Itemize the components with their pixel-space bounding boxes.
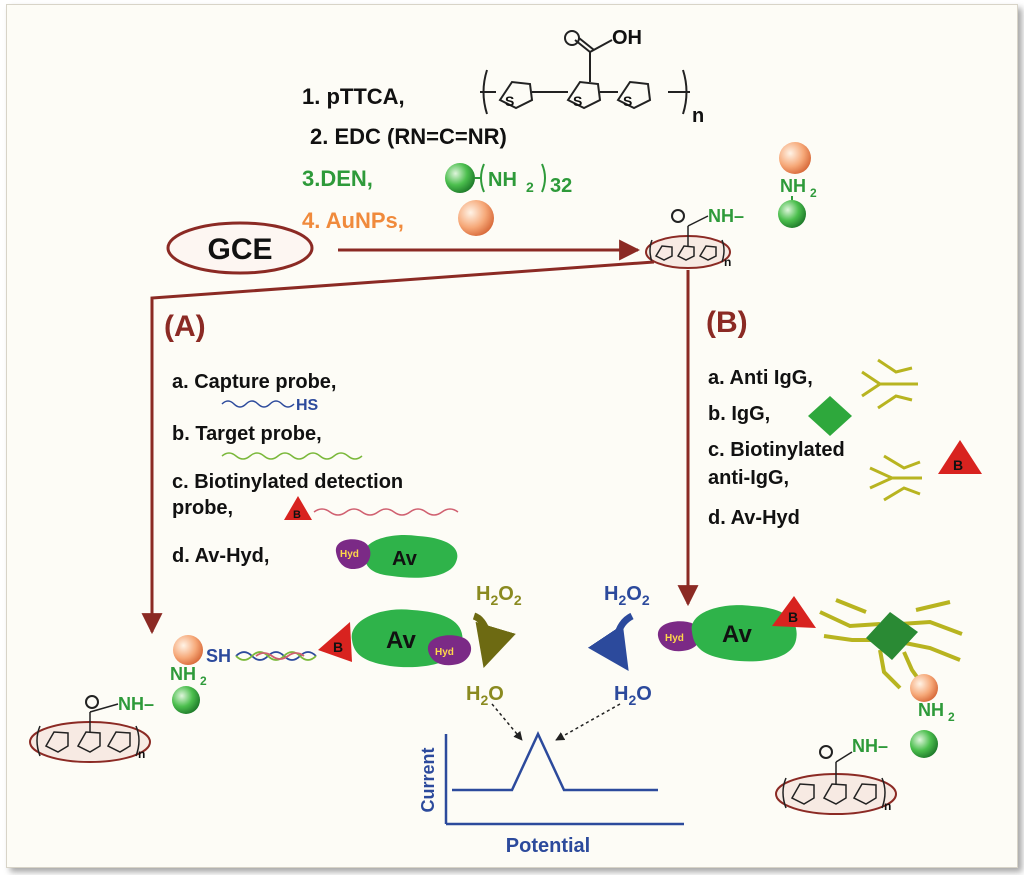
biotin-label-a: B [293,509,301,521]
h2o2-right: H2O2 [604,583,650,608]
mod-b-nh2: NH [918,700,944,720]
plot-x-label: Potential [506,835,590,857]
capture-probe-hs: HS [296,397,319,414]
panel-b-step-a: a. Anti IgG, [708,367,813,389]
biotin-triangle-assembly-b [772,596,816,628]
mod-top-n: n [724,255,731,269]
avidin-blob-b [691,605,797,662]
biotinylated-anti-igg-icon [869,454,922,502]
mod-a-aunp [173,635,203,665]
avidin-label-b: Av [722,621,752,648]
panel-a-step-a: a. Capture probe, [172,371,336,393]
mod-a-n: n [138,747,145,761]
mod-top-dendrimer [778,200,806,228]
panel-b-step-c-line2: anti-IgG, [708,467,789,489]
mod-a-nh2: NH [170,664,196,684]
h2o2-left: H2O2 [476,583,522,608]
den-count-label: 32 [550,175,572,197]
hyd-blob-a [427,635,472,666]
step-2-label: 2. EDC (RN=C=NR) [310,124,507,149]
plot-y-label: Current [418,747,438,812]
mod-top-nh2-sub: 2 [810,186,817,200]
modified-electrode-b: n [775,745,897,815]
modified-electrode-a: n [29,695,151,763]
thiophene-s1: S [505,93,514,109]
avidin-blob-legend [363,534,458,578]
panel-b-step-d: d. Av-Hyd [708,507,800,529]
hyd-blob-b [657,621,702,652]
h2o-left: H2O [466,683,504,708]
panel-a-heading: (A) [164,310,206,343]
sh-label: SH [206,646,231,666]
panel-a-step-c-line1: c. Biotinylated detection [172,471,403,493]
conversion-arrow-right [587,612,634,671]
mod-top-nh2: NH [780,176,806,196]
panel-b-step-c-line1: c. Biotinylated [708,439,845,461]
thiophene-s3: S [623,93,632,109]
panel-a-step-c-line2: probe, [172,497,233,519]
signal-arrow-left [491,703,523,741]
step-1-label: 1. pTTCA, [302,84,405,109]
diagram-frame [6,4,1018,868]
h2o-right: H2O [614,683,652,708]
mod-top-nh-link: NH– [708,206,744,226]
hyd-blob-legend [335,539,371,570]
biotin-label-b: B [953,457,963,473]
biotin-triangle-a [284,496,312,520]
capture-probe-strand [221,400,295,408]
double-strand-dna [235,651,317,661]
igg-diamond [808,396,852,436]
panel-b-step-b: b. IgG, [708,403,770,425]
den-nh-label: NH [488,169,517,191]
plot-peak-curve [452,731,658,792]
mod-a-nh2-sub: 2 [200,674,207,688]
mod-b-nh-link: NH– [852,736,888,756]
dendrimer-icon [445,163,475,193]
biotin-label-assembly-a: B [333,639,343,655]
avidin-label-a: Av [386,627,416,654]
modified-electrode-top: n [645,209,731,269]
conversion-arrow-left [472,612,516,669]
biotin-triangle-b [938,440,982,474]
hyd-label-a: Hyd [435,647,454,658]
polymer-n-label: n [692,105,704,127]
voltammogram-plot: Current Potential [418,731,684,857]
mod-a-dendrimer [172,686,200,714]
hyd-label-legend: Hyd [340,549,359,560]
hyd-label-b: Hyd [665,633,684,644]
igg-antigen-assembly [866,612,918,660]
mod-b-n: n [884,799,891,813]
mod-top-aunp [779,142,811,174]
mod-b-nh2-sub: 2 [948,710,955,724]
step-4-label: 4. AuNPs, [302,208,404,233]
mod-b-dendrimer [910,730,938,758]
signal-arrow-right [555,703,621,741]
anti-igg-icon [861,358,918,410]
biotin-label-assembly-b: B [788,609,798,625]
gce-label: GCE [207,233,272,266]
mod-b-aunp [910,674,938,702]
target-probe-strand [221,452,363,460]
gce-electrode [166,221,314,275]
den-nh-sub: 2 [526,179,534,195]
arrow-branch-a [141,260,655,635]
mod-a-nh-link: NH– [118,694,154,714]
panel-a-step-b: b. Target probe, [172,423,322,445]
step-3-label: 3.DEN, [302,166,373,191]
thiophene-s2: S [573,93,582,109]
panel-b-heading: (B) [706,306,748,339]
aunp-icon [458,200,494,236]
biotin-triangle-assembly-a [318,622,352,662]
panel-a-step-d: d. Av-Hyd, [172,545,269,567]
avidin-label-legend: Av [392,548,418,570]
carbonyl-oxygen [564,30,580,46]
carboxyl-oh-label: OH [612,27,642,49]
detection-probe-strand [313,508,459,516]
pttca-structure [480,37,690,115]
